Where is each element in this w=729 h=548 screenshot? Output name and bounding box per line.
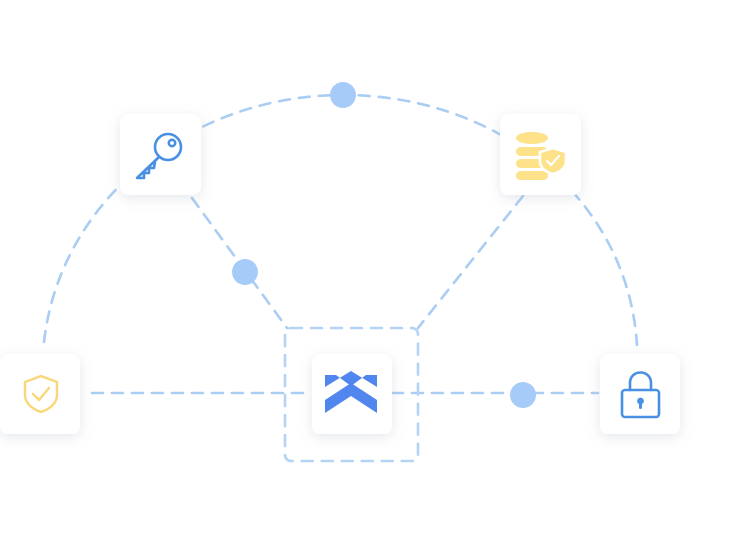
padlock-icon [620,371,661,419]
shield-card[interactable] [0,354,80,434]
database-card[interactable] [500,114,581,195]
double-chevron-up-logo [325,371,377,413]
shield-check-icon [23,374,59,414]
connector-nodes [232,82,536,408]
key-card[interactable] [120,114,201,195]
lock-card[interactable] [600,354,680,434]
arc-top-node [330,82,356,108]
keyhole-icon [637,397,644,409]
database-to-hub-connector [416,194,525,330]
hub-card[interactable] [312,354,392,434]
key-line-node [232,259,258,285]
key-icon [135,132,183,180]
lock-line-node [510,382,536,408]
database-shield-icon [516,132,568,180]
hub-focus-frame [283,326,420,463]
